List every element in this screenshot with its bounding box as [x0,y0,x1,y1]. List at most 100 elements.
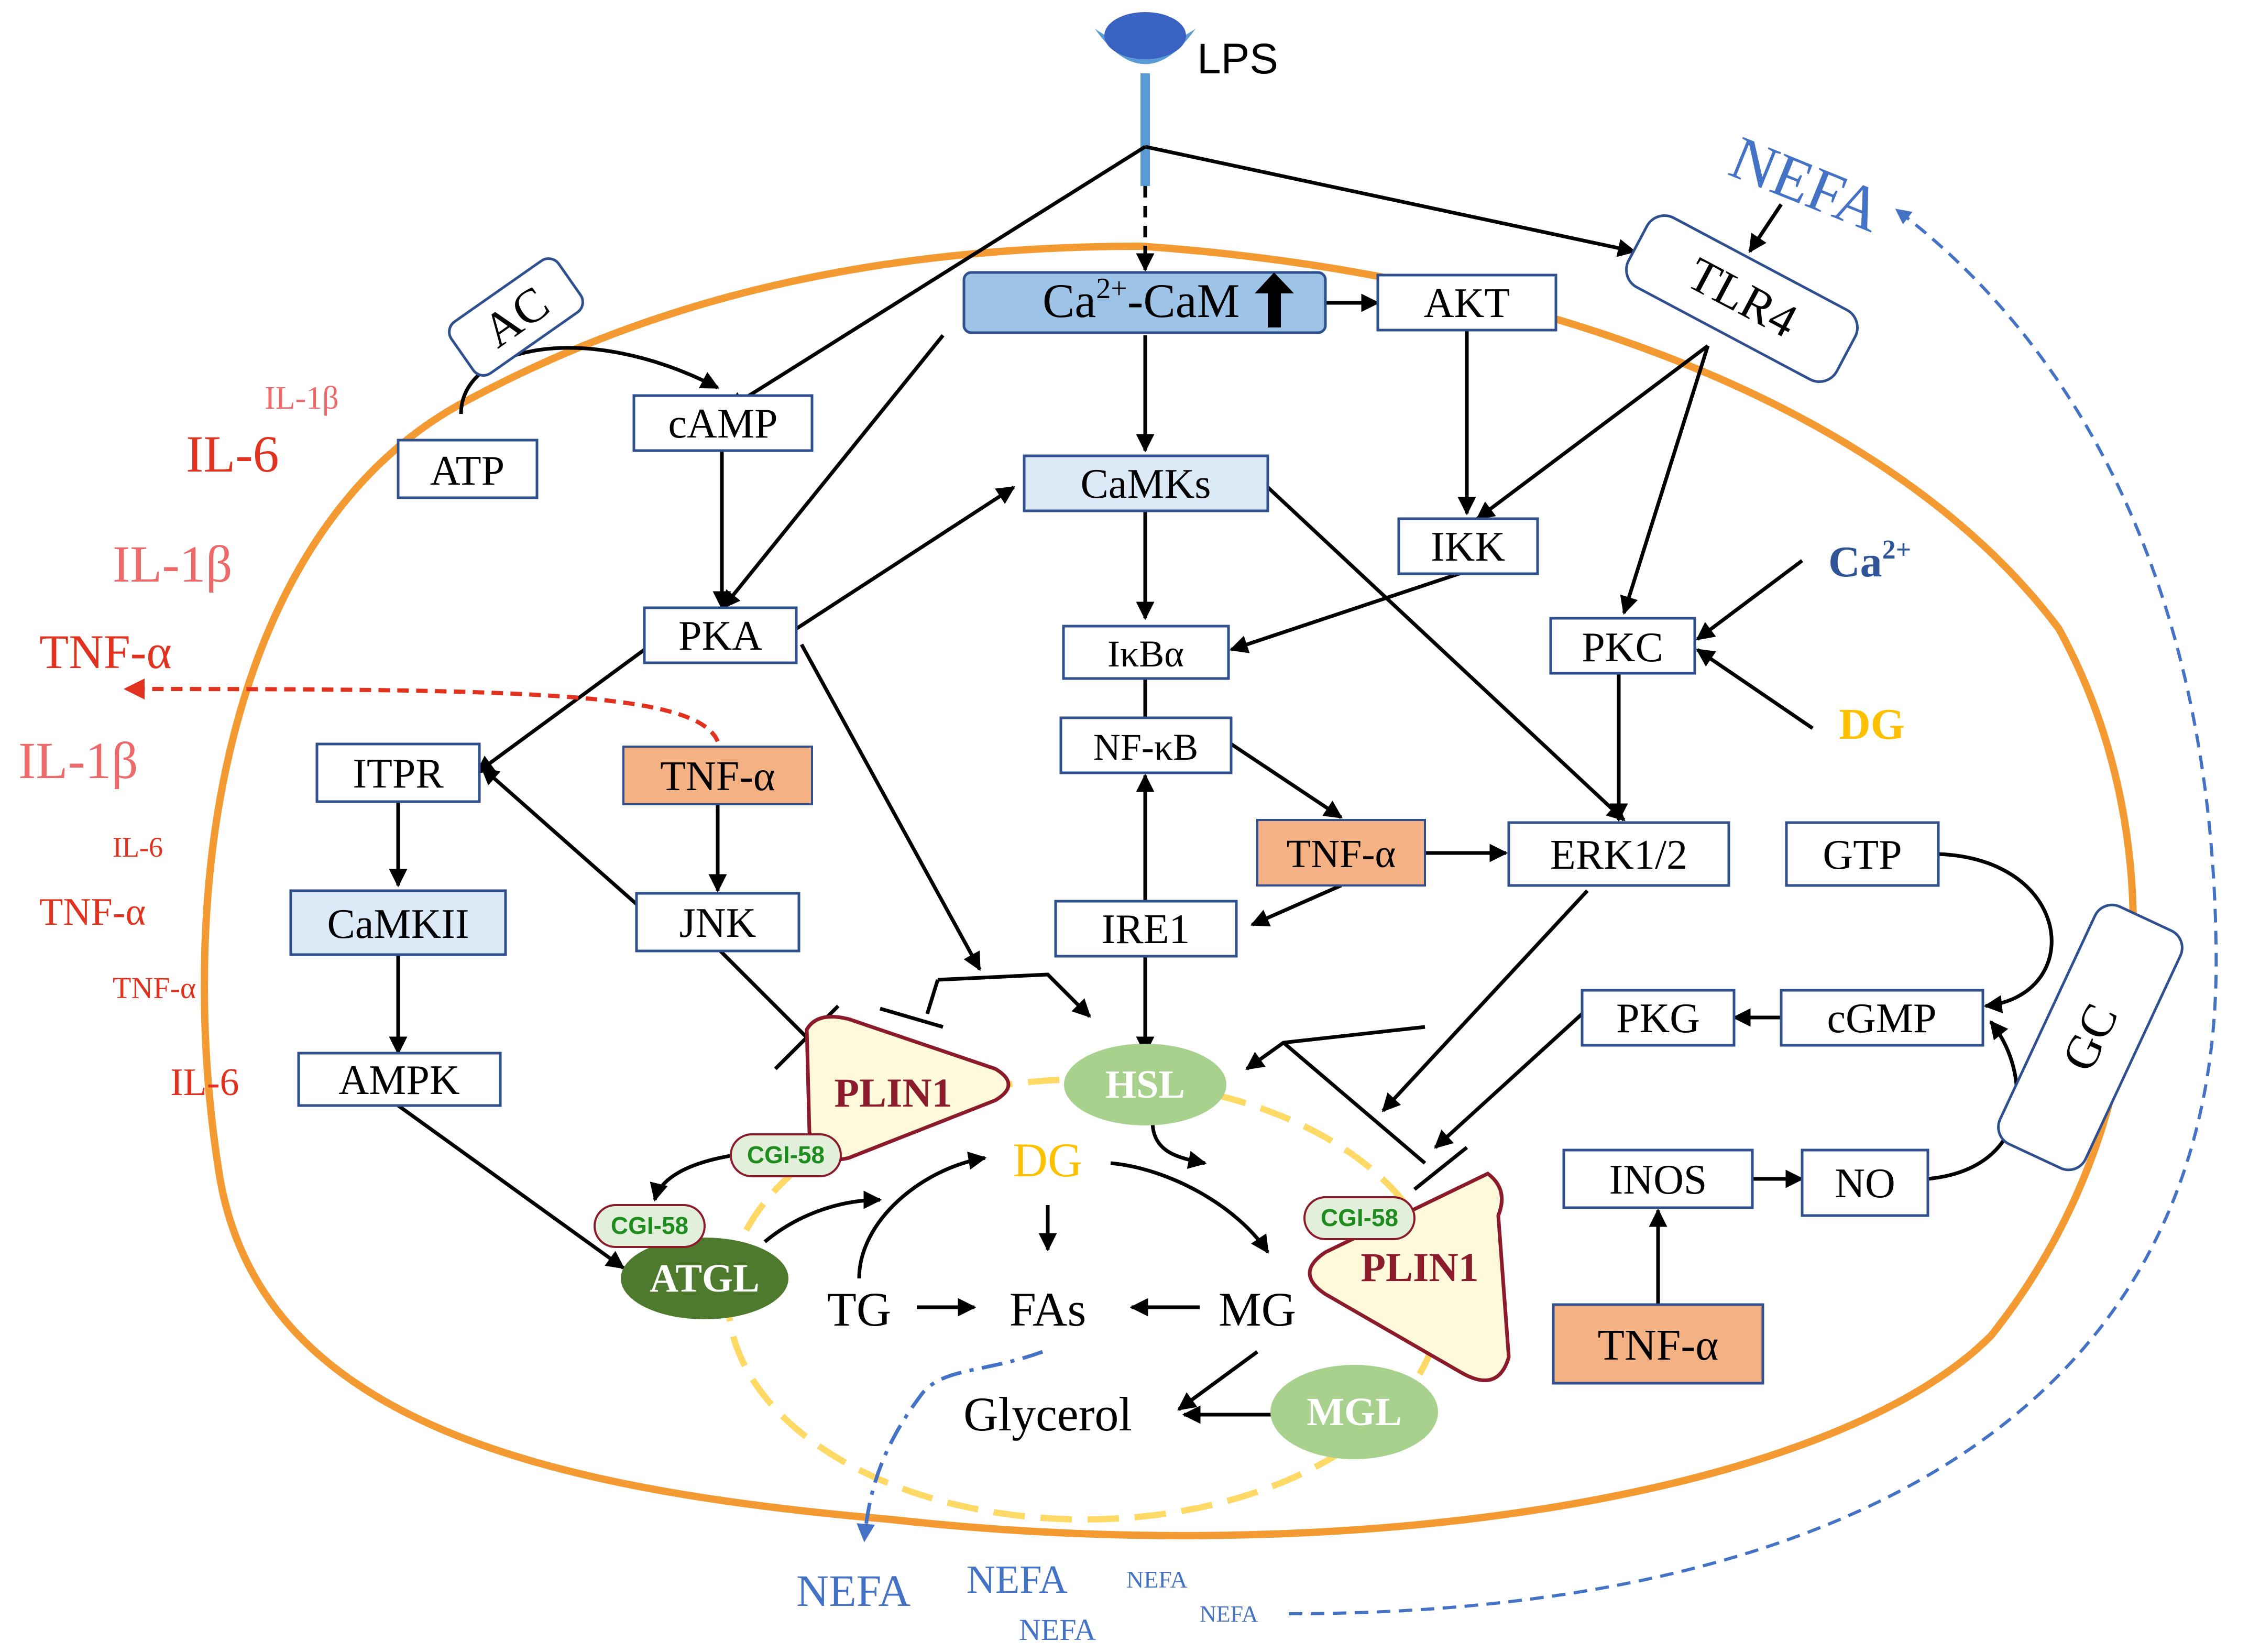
cgi58-a: CGI-58 [730,1133,842,1177]
nefa-loop-arrow [1288,208,2218,1615]
nefa-bottom-5: NEFA [1200,1601,1258,1627]
ire1-label: IRE1 [1102,906,1190,953]
edges [389,73,2054,1424]
camks-node: CaMKs [1023,454,1269,512]
nefa-top: NEFA [1721,123,1892,245]
ca2-input-label: Ca [1828,538,1882,586]
inos-node: INOS [1562,1148,1754,1209]
hsl-label: HSL [1105,1063,1185,1107]
tlr4-node: TLR4 [1625,214,1859,383]
atgl-enzyme: ATGL [621,1238,788,1319]
ca-cam-sup: 2+ [1096,272,1127,305]
erk-node: ERK1/2 [1507,821,1730,887]
ac-node: AC [448,257,584,377]
cgi58-b-label: CGI-58 [611,1212,688,1239]
ikk-node: IKK [1397,517,1539,575]
camks-label: CaMKs [1081,461,1211,507]
ca-cam-node: Ca2+-CaM [962,271,1327,334]
nefa-bottom-4: NEFA [1019,1613,1096,1647]
hsl-enzyme: HSL [1064,1044,1226,1125]
gtp-node: GTP [1785,821,1940,887]
cytokine-tnfa-3: TNF-α [113,971,196,1005]
tnf-export-arrow [124,679,720,742]
svg-text:Ca2+-CaM: Ca2+-CaM [1043,272,1239,327]
jnk-node: JNK [635,892,800,953]
cgmp-label: cGMP [1827,995,1937,1042]
pkg-node: PKG [1581,989,1736,1047]
lps-label: LPS [1197,35,1278,83]
pkg-label: PKG [1616,995,1700,1042]
dg-input: DG [1839,700,1905,749]
cgi58-c: CGI-58 [1303,1196,1416,1240]
atp-label: ATP [430,448,504,494]
gtp-label: GTP [1823,832,1902,878]
ire1-node: IRE1 [1054,900,1238,958]
pka-label: PKA [678,613,762,659]
cytokine-il1b-1: IL-1β [265,380,339,416]
cytokine-il6-2: IL-6 [113,832,163,863]
ampk-node: AMPK [297,1052,502,1107]
tg-metabolite: TG [827,1283,892,1336]
tnfa-2-label: TNF-α [1287,832,1396,876]
tnfa-node-1: TNF-α [622,746,813,805]
akt-node: AKT [1376,273,1557,332]
ikba-label: IκBα [1107,633,1184,675]
jnk-label: JNK [679,900,756,946]
tnfa-3-label: TNF-α [1598,1321,1719,1370]
no-label: NO [1835,1161,1895,1207]
ikk-label: IKK [1431,524,1505,570]
cytokine-il1b-2: IL-1β [113,535,233,593]
cytokine-list: IL-1β IL-6 IL-1β TNF-α IL-1β IL-6 TNF-α … [18,380,339,1104]
ca-cam-label: Ca [1043,274,1096,327]
mg-metabolite: MG [1219,1283,1296,1336]
ampk-label: AMPK [338,1057,459,1103]
gc-node: GC [1997,903,2184,1172]
dg-metabolite: DG [1013,1133,1083,1187]
ca2-input: Ca2+ [1828,535,1911,586]
nefa-bottom-2: NEFA [967,1558,1068,1602]
atgl-label: ATGL [650,1256,760,1300]
tnfa-node-3: TNF-α [1552,1303,1764,1385]
mgl-enzyme: MGL [1270,1365,1438,1459]
cytokine-il6-3: IL-6 [170,1061,239,1104]
cytokine-tnfa-2: TNF-α [39,891,146,934]
fas-release-arrow [857,1350,1044,1542]
ikba-node: IκBα [1062,625,1230,680]
cgmp-node: cGMP [1780,989,1984,1047]
cgi58-a-label: CGI-58 [747,1141,825,1168]
atp-node: ATP [397,439,539,499]
nfkb-label: NF-κB [1093,726,1198,768]
up-arrow-icon [1255,272,1294,327]
cytokine-tnfa-1: TNF-α [39,625,172,679]
camkii-node: CaMKII [289,889,507,956]
fas-metabolite: FAs [1010,1283,1087,1336]
nefa-bottom-3: NEFA [1126,1566,1188,1593]
akt-label: AKT [1424,280,1510,326]
nefa-bottom-1: NEFA [796,1566,910,1616]
nfkb-node: NF-κB [1059,716,1233,774]
pkc-label: PKC [1582,625,1663,671]
cgi58-b: CGI-58 [594,1204,706,1248]
camp-label: cAMP [668,401,778,447]
plin1-left: PLIN1 [805,1015,1011,1162]
tnfa-node-2: TNF-α [1256,819,1426,887]
erk-label: ERK1/2 [1550,832,1687,878]
camkii-label: CaMKII [327,901,469,947]
ca2-input-sup: 2+ [1882,535,1912,565]
cytokine-il6-1: IL-6 [186,425,279,483]
cytokine-il1b-3: IL-1β [18,731,138,790]
lps-receptor: LPS [1095,12,1278,83]
lps-molecule-icon [1104,12,1186,59]
camp-node: cAMP [632,394,814,452]
pka-node: PKA [643,606,798,664]
cgi58-c-label: CGI-58 [1321,1204,1398,1231]
inos-label: INOS [1609,1157,1707,1203]
mgl-label: MGL [1307,1390,1402,1434]
no-node: NO [1801,1148,1929,1217]
tnfa-1-label: TNF-α [660,753,775,800]
pkc-node: PKC [1549,617,1696,675]
ca-cam-label-rest: -CaM [1127,274,1240,327]
plin1-left-label: PLIN1 [834,1070,952,1115]
plin1-right: PLIN1 [1308,1171,1511,1382]
